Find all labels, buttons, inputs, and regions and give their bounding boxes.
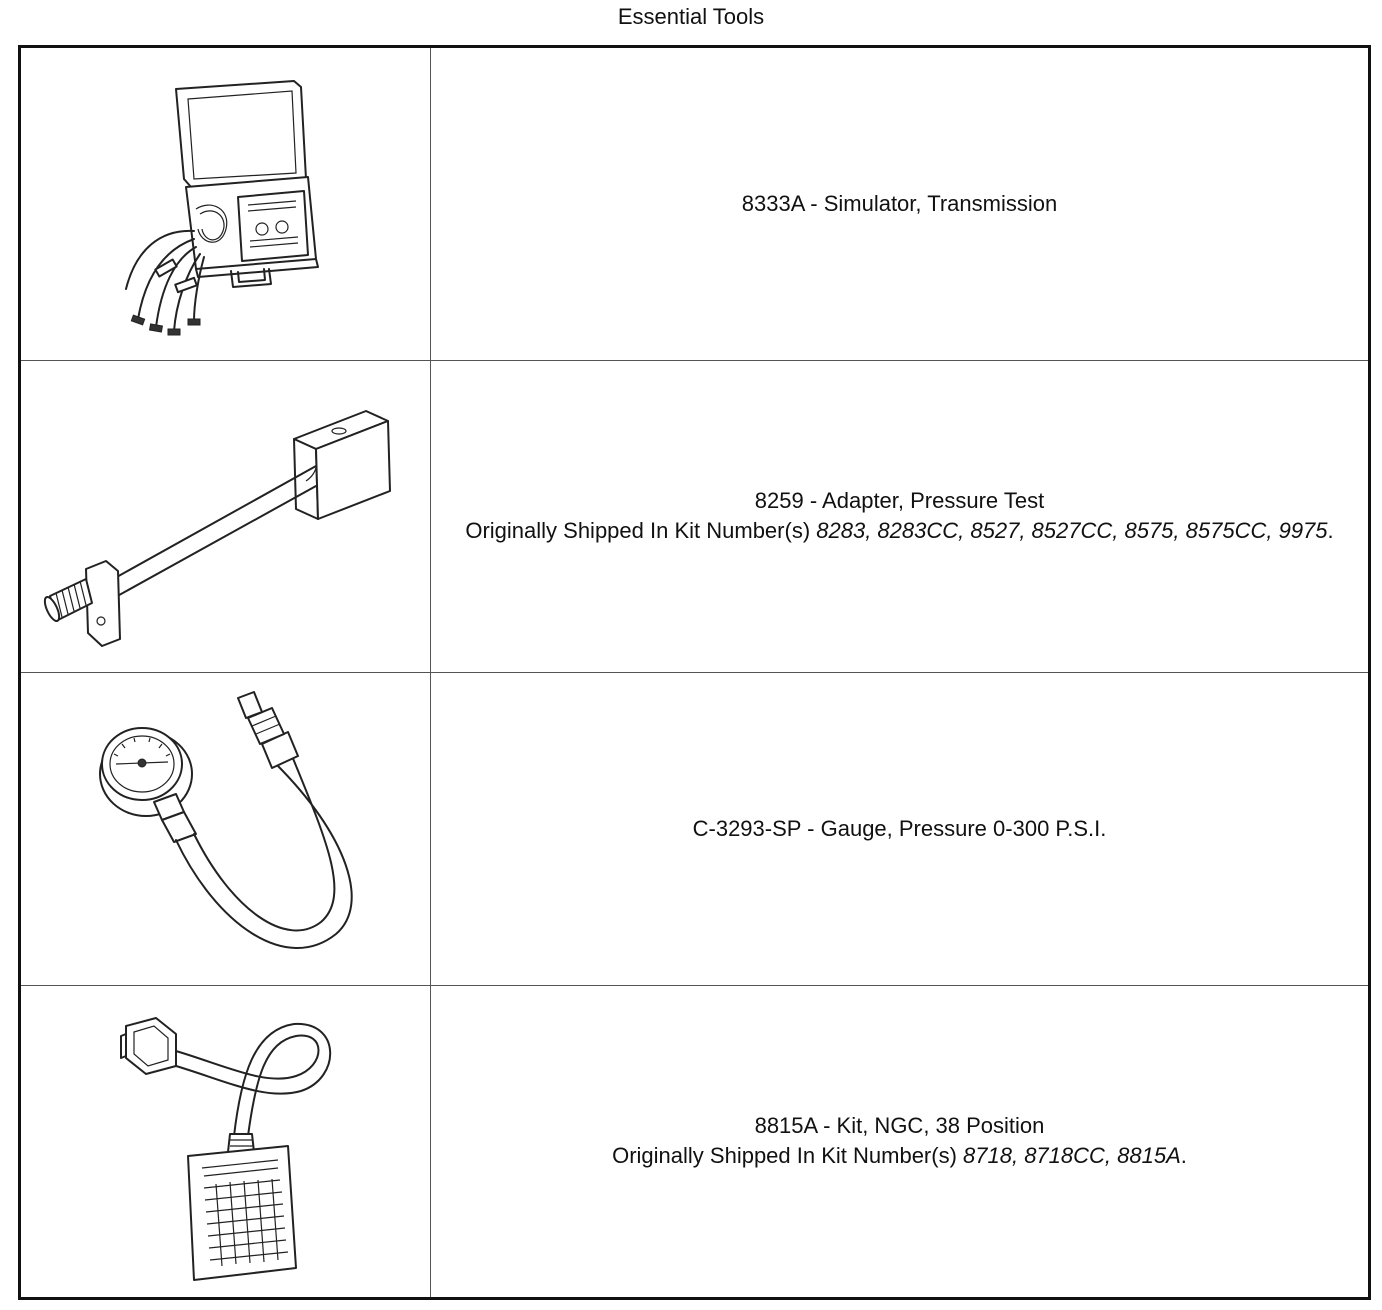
table-row: 8815A - Kit, NGC, 38 Position Originally…: [21, 984, 1368, 1298]
kit-numbers-prefix: Originally Shipped In Kit Number(s): [612, 1143, 964, 1169]
tool-description-cell: C-3293-SP - Gauge, Pressure 0-300 P.S.I.: [431, 673, 1368, 985]
table-row: 8259 - Adapter, Pressure Test Originally…: [21, 359, 1368, 673]
tool-description-cell: 8815A - Kit, NGC, 38 Position Originally…: [431, 986, 1368, 1298]
kit-numbers-prefix: Originally Shipped In Kit Number(s): [465, 518, 817, 544]
transmission-simulator-illustration: [124, 79, 319, 336]
kit-numbers: 8283, 8283CC, 8527, 8527CC, 8575, 8575CC…: [816, 518, 1328, 544]
kit-numbers: 8718, 8718CC, 8815A: [963, 1143, 1181, 1169]
page-title: Essential Tools: [617, 4, 765, 29]
tool-name: 8333A - Simulator, Transmission: [741, 190, 1058, 216]
tool-image-cell: [21, 985, 431, 1297]
tool-name: C-3293-SP - Gauge, Pressure 0-300 P.S.I.: [692, 815, 1107, 841]
kit-numbers-suffix: .: [1327, 518, 1334, 544]
tool-description-cell: 8259 - Adapter, Pressure Test Originally…: [431, 361, 1368, 673]
tool-image-cell: [21, 360, 431, 672]
tool-description-cell: 8333A - Simulator, Transmission: [431, 48, 1368, 360]
kit-numbers-line: Originally Shipped In Kit Number(s) 8718…: [612, 1141, 1187, 1171]
table-row: C-3293-SP - Gauge, Pressure 0-300 P.S.I.: [21, 672, 1368, 985]
essential-tools-table: 8333A - Simulator, Transmission: [18, 45, 1371, 1300]
tool-image-cell: [21, 673, 431, 985]
pressure-test-adapter-illustration: [43, 410, 391, 648]
tool-name: 8815A - Kit, NGC, 38 Position: [754, 1113, 1045, 1139]
tool-image-cell: [21, 48, 431, 360]
table-row: 8333A - Simulator, Transmission: [21, 48, 1368, 360]
tool-name: 8259 - Adapter, Pressure Test: [754, 488, 1045, 514]
kit-numbers-line: Originally Shipped In Kit Number(s) 8283…: [465, 516, 1333, 546]
ngc-kit-illustration: [119, 1017, 331, 1282]
pressure-gauge-illustration: [98, 690, 353, 949]
kit-numbers-suffix: .: [1180, 1143, 1187, 1169]
